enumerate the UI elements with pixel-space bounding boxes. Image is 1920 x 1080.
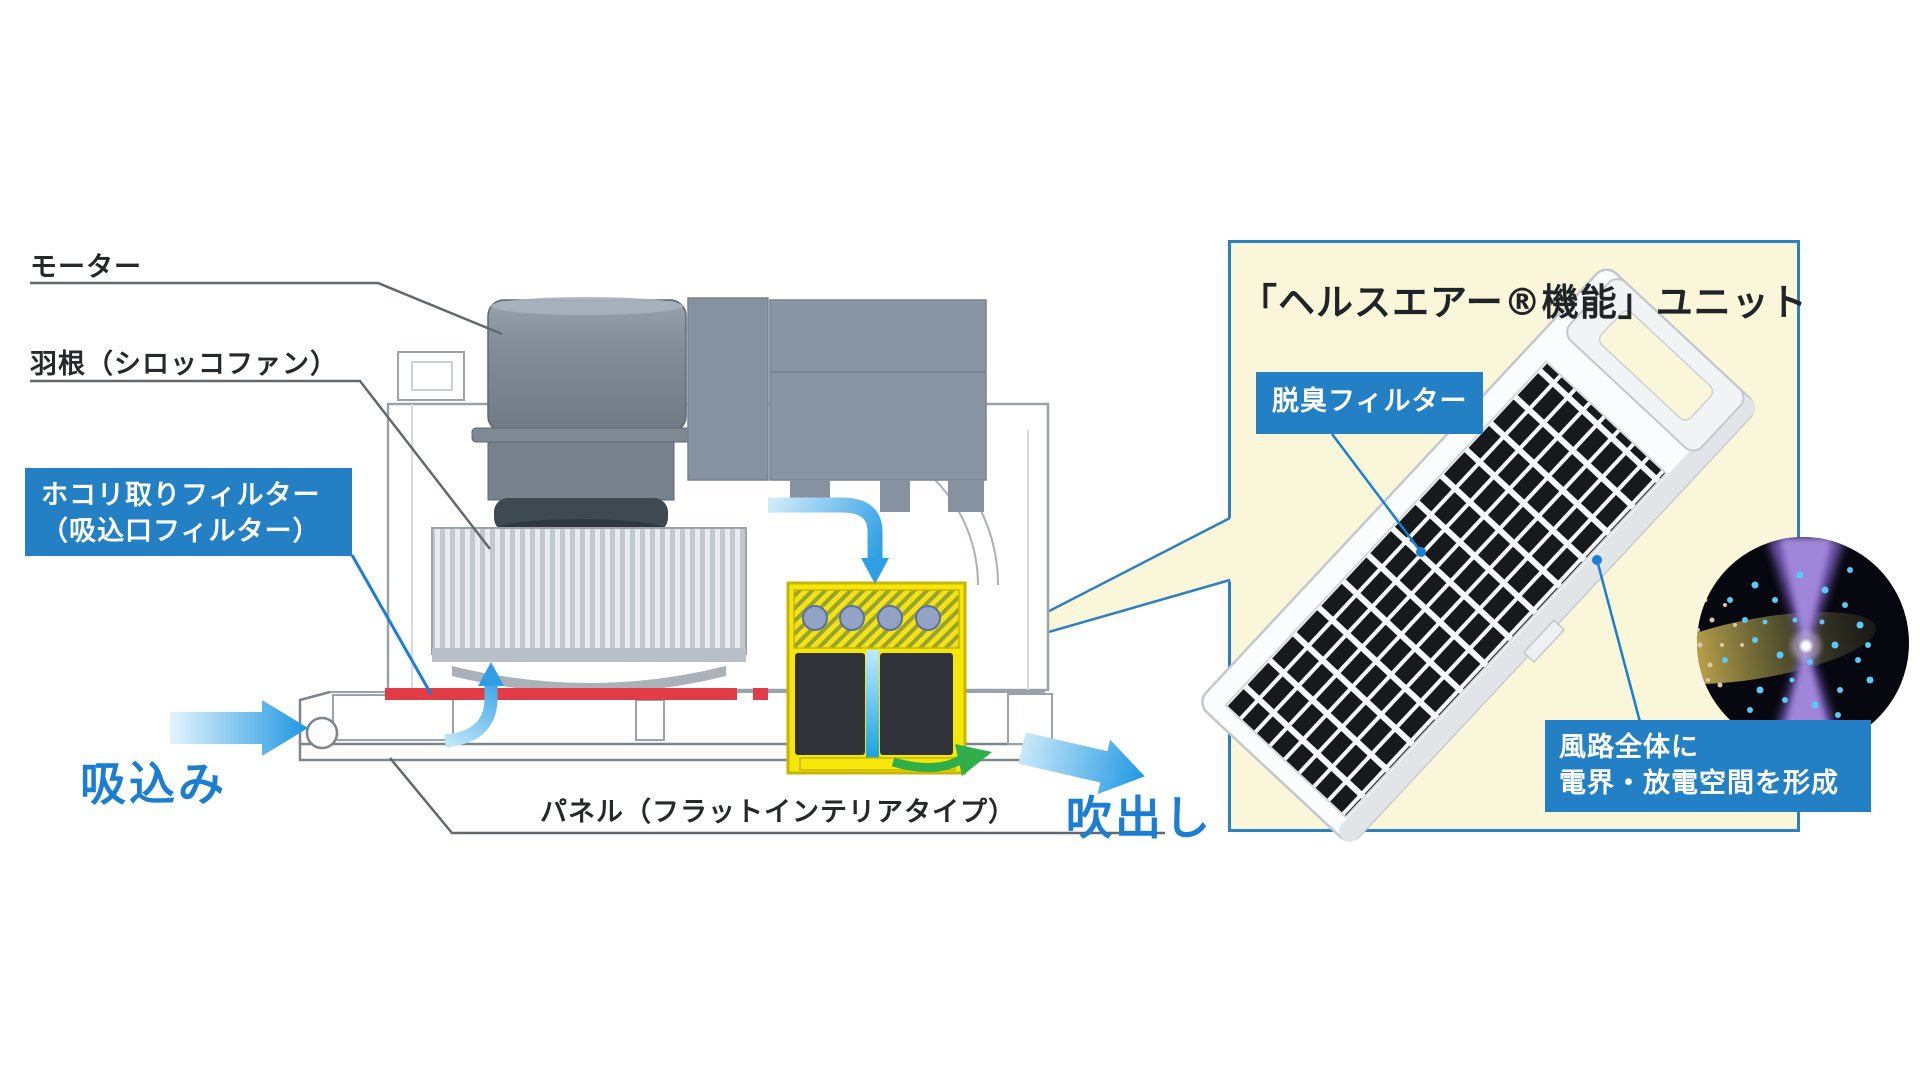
dust-filter-red-strip [385, 688, 768, 700]
panel-label: パネル（フラットインテリアタイプ） [540, 797, 1016, 828]
intake-label: 吸込み [80, 757, 227, 811]
leader-lines-left [30, 281, 1165, 835]
motor-label: モーター [30, 252, 142, 283]
outlet-arrow [1018, 732, 1145, 795]
intake-arrow [170, 700, 308, 756]
dust-filter-label-line2: （吸込口フィルター） [41, 515, 321, 547]
discharge-space-label: 風路全体に 電界・放電空間を形成 [1545, 720, 1871, 812]
outlet-label: 吹出し [1066, 791, 1213, 845]
dust-filter-label-line1: ホコリ取りフィルター [41, 480, 321, 511]
health-air-panel-title: 「ヘルスエアー®機能」ユニット [1240, 281, 1808, 324]
dust-filter-leader [350, 554, 433, 695]
leader-lines-right [1331, 433, 1642, 723]
duct-gray-boxes [687, 297, 987, 512]
deodorizing-filter-unit [1201, 268, 1756, 842]
motor-leader [30, 281, 503, 336]
deodorizing-filter-label: 脱臭フィルター [1256, 372, 1484, 434]
sirocco-fan [431, 527, 747, 693]
discharge-space-label-line1: 風路全体に [1559, 732, 1699, 763]
airflow-arrows [170, 497, 1145, 795]
discharge-space-label-line2: 電界・放電空間を形成 [1559, 767, 1839, 799]
fan-blade-leader [30, 379, 491, 550]
dust-filter-label: ホコリ取りフィルター （吸込口フィルター） [25, 468, 352, 556]
fan-blade-label: 羽根（シロッコファン） [30, 349, 338, 380]
panel-leader [389, 757, 1165, 835]
health-air-unit-in-place [786, 581, 967, 775]
